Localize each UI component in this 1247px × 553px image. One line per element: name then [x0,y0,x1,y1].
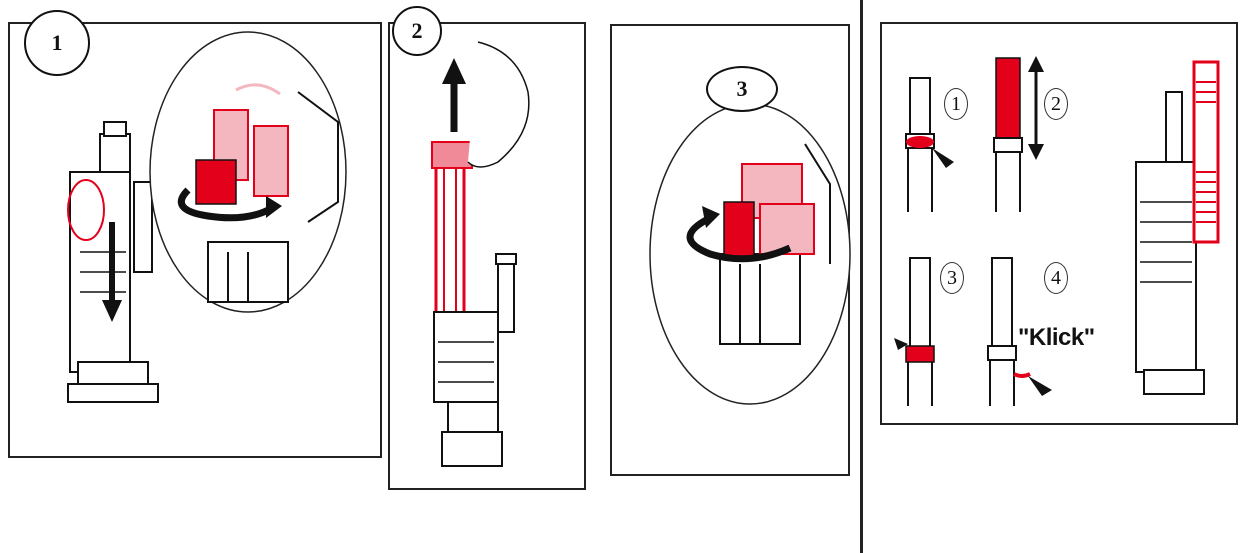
adjust-step-2-label: 2 [1044,88,1068,120]
pointer-arrow-icon [932,148,954,168]
latch-right [253,125,289,197]
double-arrow-icon [1028,56,1044,160]
klick-label: "Klick" [1018,324,1095,351]
rotate-arrow-icon [177,187,282,222]
red-clip [195,159,237,205]
down-arrow-icon [102,222,122,322]
up-arrow-icon [442,58,466,132]
vertical-divider [860,0,863,553]
hand [467,41,530,168]
red-threaded-rod [1192,60,1220,244]
adjust-step-1-label: 1 [944,88,968,120]
step-2-illustration [431,41,530,467]
adjust-step-4-label: 4 [1044,262,1068,294]
step-2-badge: 2 [392,6,442,56]
pointer-arrow-icon [894,338,908,350]
rotate-arrow-icon [686,206,792,263]
step-3-illustration [649,103,851,405]
adjust-step-3-label: 3 [940,262,964,294]
rotate-hint-icon [235,83,281,96]
step-1-illustration [67,31,347,403]
pointer-arrow-icon [1028,376,1052,396]
step-3-badge: 3 [706,66,778,112]
highlight-circle-icon [67,179,105,241]
adjustment-illustration [894,56,1220,406]
red-clip [723,201,755,259]
step-1-badge: 1 [24,10,90,76]
